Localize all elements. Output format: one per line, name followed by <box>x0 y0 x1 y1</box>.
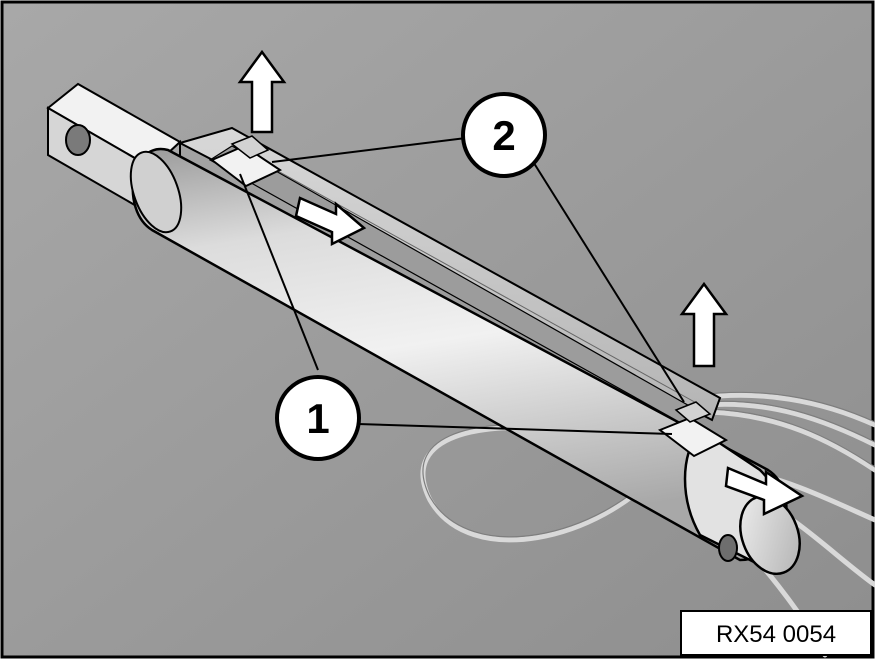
end-collar <box>683 428 801 576</box>
callout-2: 2 <box>461 92 547 178</box>
callout-2-label: 2 <box>492 112 515 159</box>
retaining-tab-left <box>210 135 283 188</box>
reference-code-box: RX54 0054 <box>680 610 872 656</box>
arrow-slide-right <box>724 466 805 516</box>
arrow-up-left <box>237 49 287 134</box>
arrow-slide-left <box>294 196 367 247</box>
collar-hole <box>718 534 738 562</box>
callout-1-label: 1 <box>306 395 329 442</box>
leader-lines <box>239 137 685 435</box>
reference-code: RX54 0054 <box>716 621 836 648</box>
retaining-tab-right <box>657 401 729 458</box>
arrow-up-right <box>679 281 729 368</box>
callout-1: 1 <box>275 375 361 461</box>
mounting-hole <box>65 124 91 156</box>
